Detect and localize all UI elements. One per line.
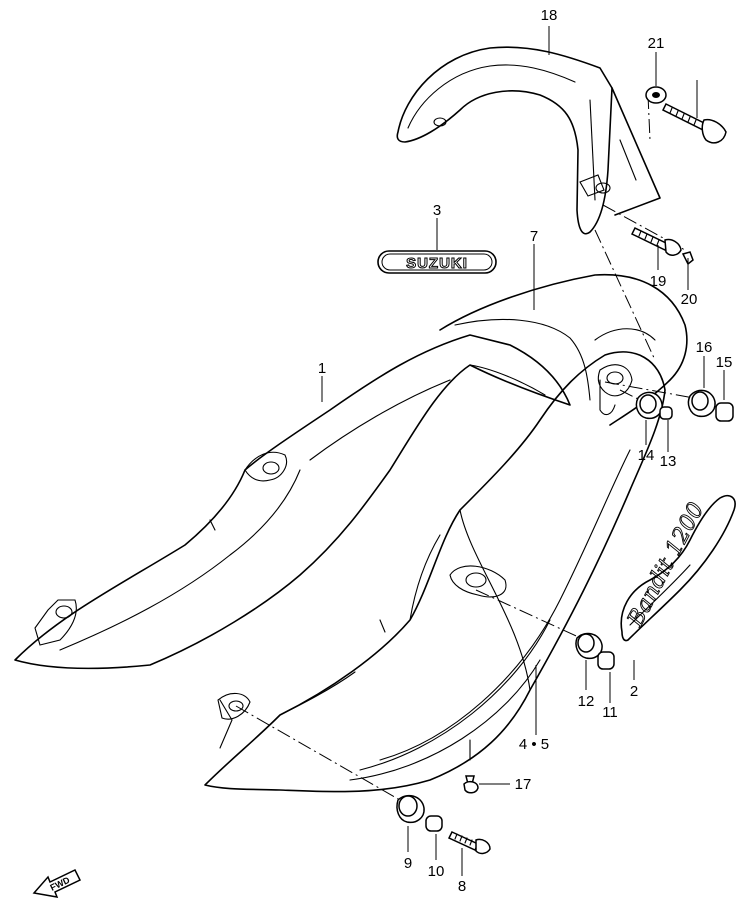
collar-part-14 bbox=[715, 402, 734, 422]
side-cover-part-4-5 bbox=[204, 351, 666, 793]
bandit-script-text: Bandit 1200 bbox=[623, 499, 710, 632]
grommet-part-8 bbox=[396, 794, 425, 824]
grommet-part-13 bbox=[635, 391, 663, 420]
clip-part-16 bbox=[463, 775, 479, 794]
callout-13: 14 bbox=[638, 447, 655, 464]
callout-6: 7 bbox=[530, 228, 538, 245]
emblem-text: SUZUKI bbox=[406, 255, 468, 272]
callout-9: 10 bbox=[428, 863, 445, 880]
callout-14: 15 bbox=[716, 354, 733, 371]
collar-part-10 bbox=[597, 651, 615, 670]
grab-handle-part-17 bbox=[396, 46, 661, 235]
callout-3: 3 bbox=[433, 202, 441, 219]
callout-20: 21 bbox=[648, 35, 665, 52]
callout-2: 2 bbox=[630, 683, 638, 700]
bolt-part-21 bbox=[661, 102, 727, 144]
callout-17: 18 bbox=[541, 7, 558, 24]
callout-8: 9 bbox=[404, 855, 412, 872]
seat-tail-cover-part-1 bbox=[14, 334, 571, 670]
callout-16: 17 bbox=[515, 776, 532, 793]
callout-15: 16 bbox=[696, 339, 713, 356]
suzuki-emblem-part-3: SUZUKI bbox=[377, 250, 497, 274]
leader-lines bbox=[321, 26, 725, 876]
callout-10: 11 bbox=[602, 704, 618, 721]
callout-11: 12 bbox=[578, 693, 595, 710]
callout-18: 19 bbox=[650, 273, 667, 290]
callout-19: 20 bbox=[681, 291, 698, 308]
callout-labels: 18 21 3 7 19 20 1 16 15 14 13 2 12 11 4 … bbox=[318, 7, 733, 895]
fwd-arrow-icon: FWD bbox=[32, 869, 82, 898]
callout-1: 1 bbox=[318, 360, 326, 377]
bandit-1200-emblem-part-2: Bandit 1200 bbox=[620, 494, 736, 642]
collar-part-9 bbox=[425, 815, 443, 832]
bolt-part-18 bbox=[630, 227, 682, 256]
washer-part-20 bbox=[645, 86, 667, 104]
callout-4-5: 4 • 5 bbox=[519, 736, 549, 753]
grommet-part-15 bbox=[687, 389, 716, 418]
callout-7: 8 bbox=[458, 878, 466, 895]
collar-part-12 bbox=[659, 406, 673, 420]
screw-part-7 bbox=[447, 831, 491, 855]
callout-12: 13 bbox=[660, 453, 677, 470]
